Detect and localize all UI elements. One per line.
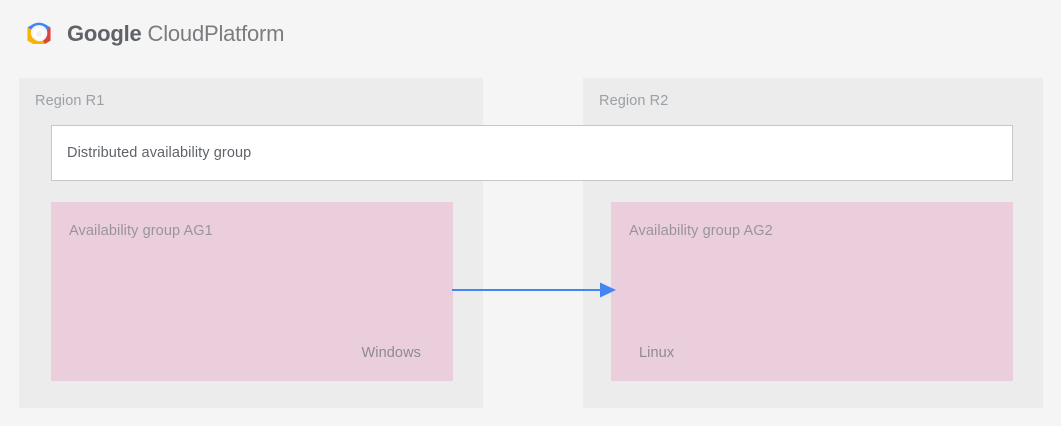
brand-text: Google CloudPlatform — [67, 23, 284, 45]
brand-word-cloud: Cloud — [147, 21, 205, 46]
replication-arrow-icon — [452, 282, 616, 298]
brand-word-google: Google — [67, 21, 142, 46]
availability-group-ag1-title: Availability group AG1 — [69, 223, 213, 239]
availability-group-ag2-title: Availability group AG2 — [629, 223, 773, 239]
availability-group-ag2-box: Availability group AG2 Linux — [611, 202, 1013, 381]
brand-header: Google CloudPlatform — [0, 0, 1061, 71]
os-label-linux: Linux — [639, 345, 675, 361]
availability-group-ag1-box: Availability group AG1 Windows — [51, 202, 453, 381]
brand-lockup: Google CloudPlatform — [22, 17, 284, 51]
os-label-windows: Windows — [361, 345, 421, 361]
distributed-availability-group-label: Distributed availability group — [67, 145, 252, 161]
region-label-r2: Region R2 — [599, 93, 669, 109]
region-label-r1: Region R1 — [35, 93, 105, 109]
distributed-availability-group-box: Distributed availability group — [51, 125, 1013, 181]
google-cloud-platform-logo-icon — [27, 22, 51, 44]
brand-word-platform: Platform — [203, 21, 285, 46]
